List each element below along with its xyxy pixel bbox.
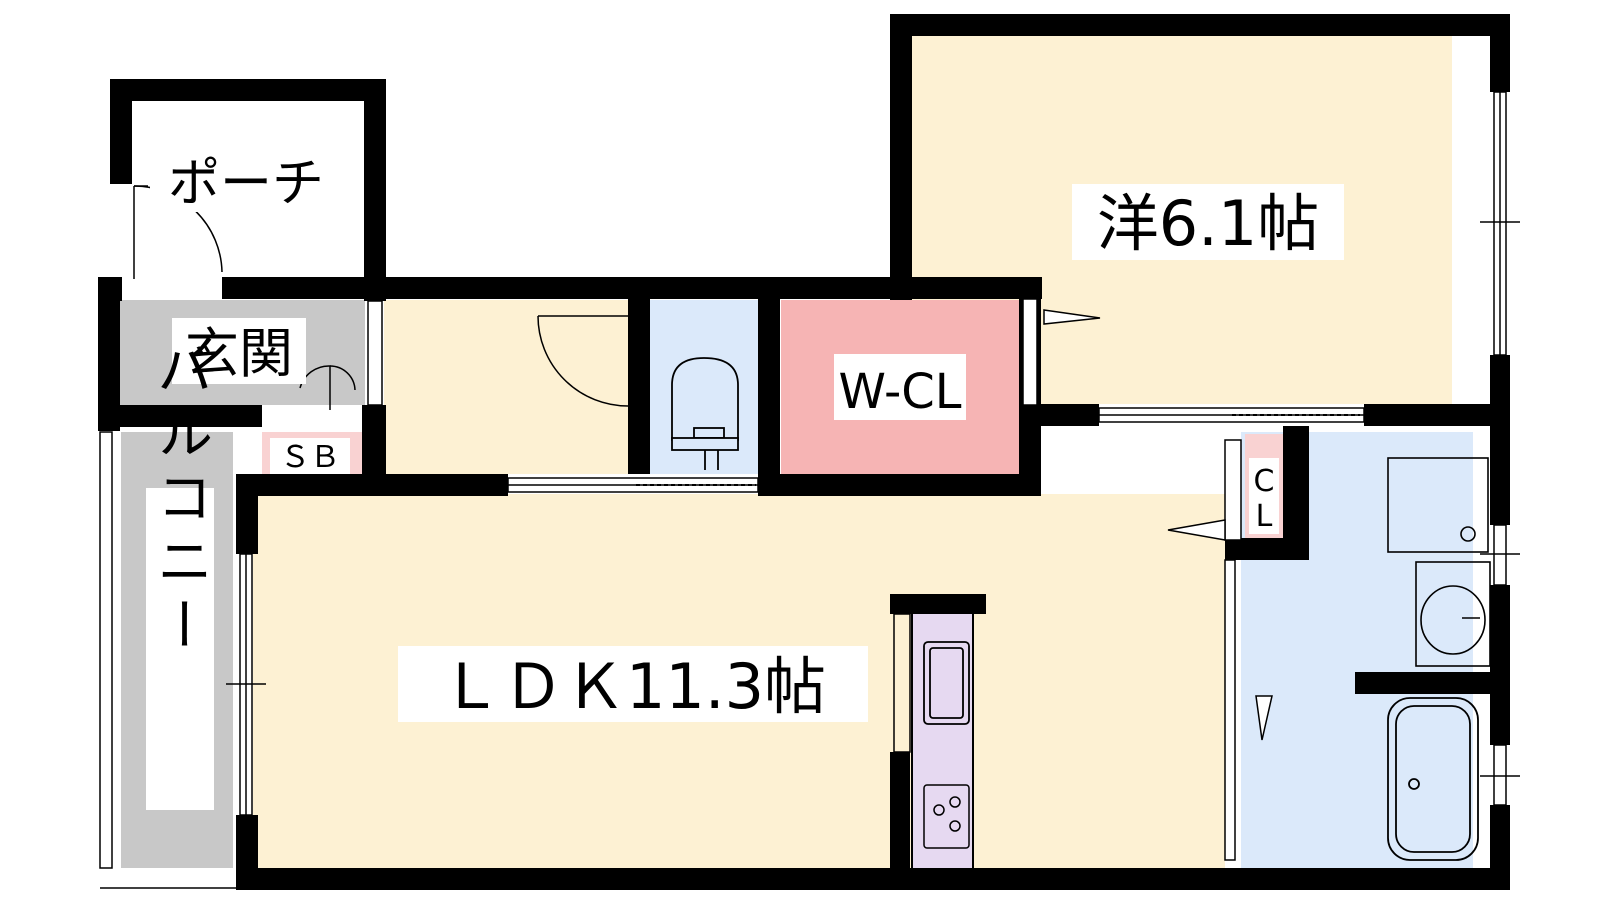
porch-label: ポーチ — [168, 154, 324, 214]
shoe-box-label: ＳＢ — [280, 440, 340, 475]
western-room-label: 洋6.1帖 — [1097, 187, 1320, 260]
door-swings — [133, 185, 1273, 741]
bathroom-floor — [1241, 674, 1473, 869]
toilet-icon — [671, 357, 739, 470]
kitchen-side-panel — [893, 613, 911, 753]
balcony-label: バルコニー — [148, 340, 213, 660]
stove-icon — [923, 784, 970, 849]
balcony-label-bg — [146, 488, 214, 810]
walk-in-closet-label-bg — [834, 354, 966, 420]
ldk-label-bg — [398, 646, 868, 722]
washbasin-icon — [1387, 457, 1491, 667]
entrance-label-bg — [172, 318, 306, 384]
closet-label-l: L — [1256, 499, 1273, 534]
windows — [99, 91, 1520, 889]
hallway-floor — [384, 300, 630, 474]
walls — [98, 14, 1510, 890]
bathtub-icon — [1387, 697, 1479, 861]
kitchen-sink-icon — [923, 641, 970, 725]
shoe-box-label-bg — [270, 438, 350, 474]
closet-label-c: C — [1254, 464, 1275, 499]
closet-label-bg — [1249, 458, 1279, 534]
walk-in-closet-label: W-CL — [838, 364, 961, 420]
western-room-label-bg — [1072, 184, 1344, 260]
entrance-label: 玄関 — [185, 322, 293, 385]
ldk-label: ＬＤＫ11.3帖 — [440, 650, 826, 723]
porch-label-bg — [150, 150, 342, 212]
